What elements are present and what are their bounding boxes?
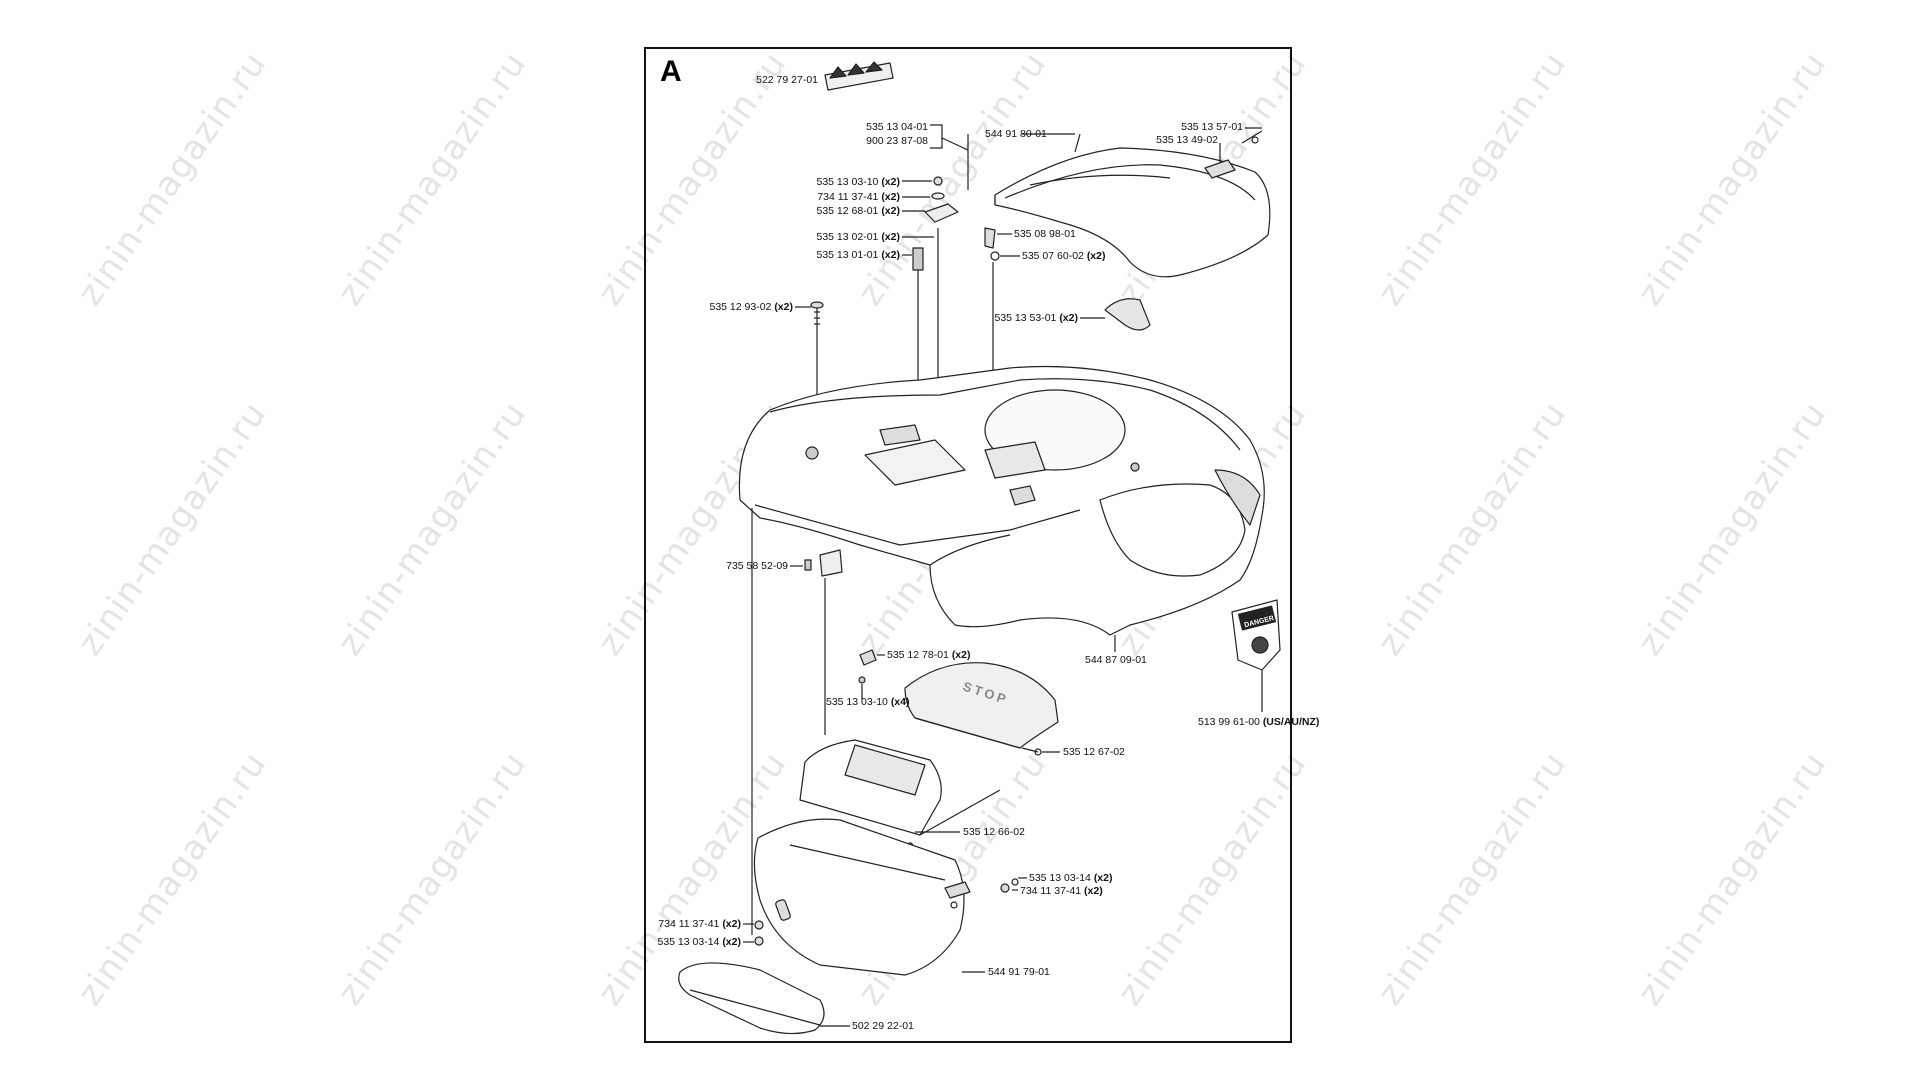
part-label: 535 13 49-02 xyxy=(1156,134,1218,146)
pin-part xyxy=(984,227,1000,440)
part-label: 535 12 93-02 (x2) xyxy=(709,301,794,313)
washer-part xyxy=(1000,878,1019,893)
washer-part xyxy=(754,920,764,946)
part-label: 522 79 27-01 xyxy=(756,74,818,86)
part-label: 544 91 79-01 xyxy=(988,966,1050,978)
leader-line xyxy=(941,137,969,151)
part-label: 734 11 37-41 (x2) xyxy=(658,918,741,930)
grommet-part xyxy=(751,508,843,935)
part-label: 535 12 78-01 (x2) xyxy=(887,649,971,661)
hinge-part xyxy=(1104,298,1151,331)
lid-part xyxy=(799,739,1001,850)
part-label: 535 13 03-14 (x2) xyxy=(1029,872,1113,884)
danger-decal-part xyxy=(1231,599,1281,712)
bumper-part xyxy=(753,818,971,976)
leader-bracket xyxy=(930,124,943,149)
part-label: 513 99 61-00 (US/AU/NZ) xyxy=(1198,716,1320,728)
stop-cover-part xyxy=(904,662,1059,756)
main-body-part xyxy=(738,365,1265,636)
part-label: 535 13 57-01 xyxy=(1181,121,1243,133)
part-label: 535 13 03-14 (x2) xyxy=(657,936,742,948)
handle-part xyxy=(678,962,825,1035)
part-label: 535 08 98-01 xyxy=(1014,228,1076,240)
part-label: 734 11 37-41 (x2) xyxy=(817,191,900,203)
part-label: 735 58 52-09 xyxy=(726,560,788,572)
decal-part xyxy=(824,61,894,91)
leader-line xyxy=(1074,133,1081,153)
part-label: 900 23 87-08 xyxy=(866,135,928,147)
part-label: 535 12 68-01 (x2) xyxy=(816,205,901,217)
part-label: 535 13 53-01 (x2) xyxy=(994,312,1079,324)
part-label: 535 13 01-01 (x2) xyxy=(816,249,901,261)
part-label: 535 13 03-10 (x2) xyxy=(816,176,901,188)
part-label: 535 12 67-02 xyxy=(1063,746,1125,758)
part-label: 535 13 03-10 (x4) xyxy=(826,696,910,708)
part-label: 544 87 09-01 xyxy=(1085,654,1147,666)
section-letter: A xyxy=(660,55,682,88)
top-cover-part xyxy=(994,147,1271,278)
part-label: 535 13 04-01 xyxy=(866,121,928,133)
part-label: 544 91 80-01 xyxy=(985,128,1047,140)
part-label: 535 13 02-01 (x2) xyxy=(816,231,901,243)
clip-part xyxy=(858,649,877,684)
latch-part xyxy=(1204,130,1263,179)
part-label: 535 07 60-02 (x2) xyxy=(1022,250,1106,262)
part-label: 535 12 66-02 xyxy=(963,826,1025,838)
diagram-frame: A xyxy=(644,47,1292,1043)
part-label: 734 11 37-41 (x2) xyxy=(1020,885,1103,897)
part-label: 502 29 22-01 xyxy=(852,1020,914,1032)
